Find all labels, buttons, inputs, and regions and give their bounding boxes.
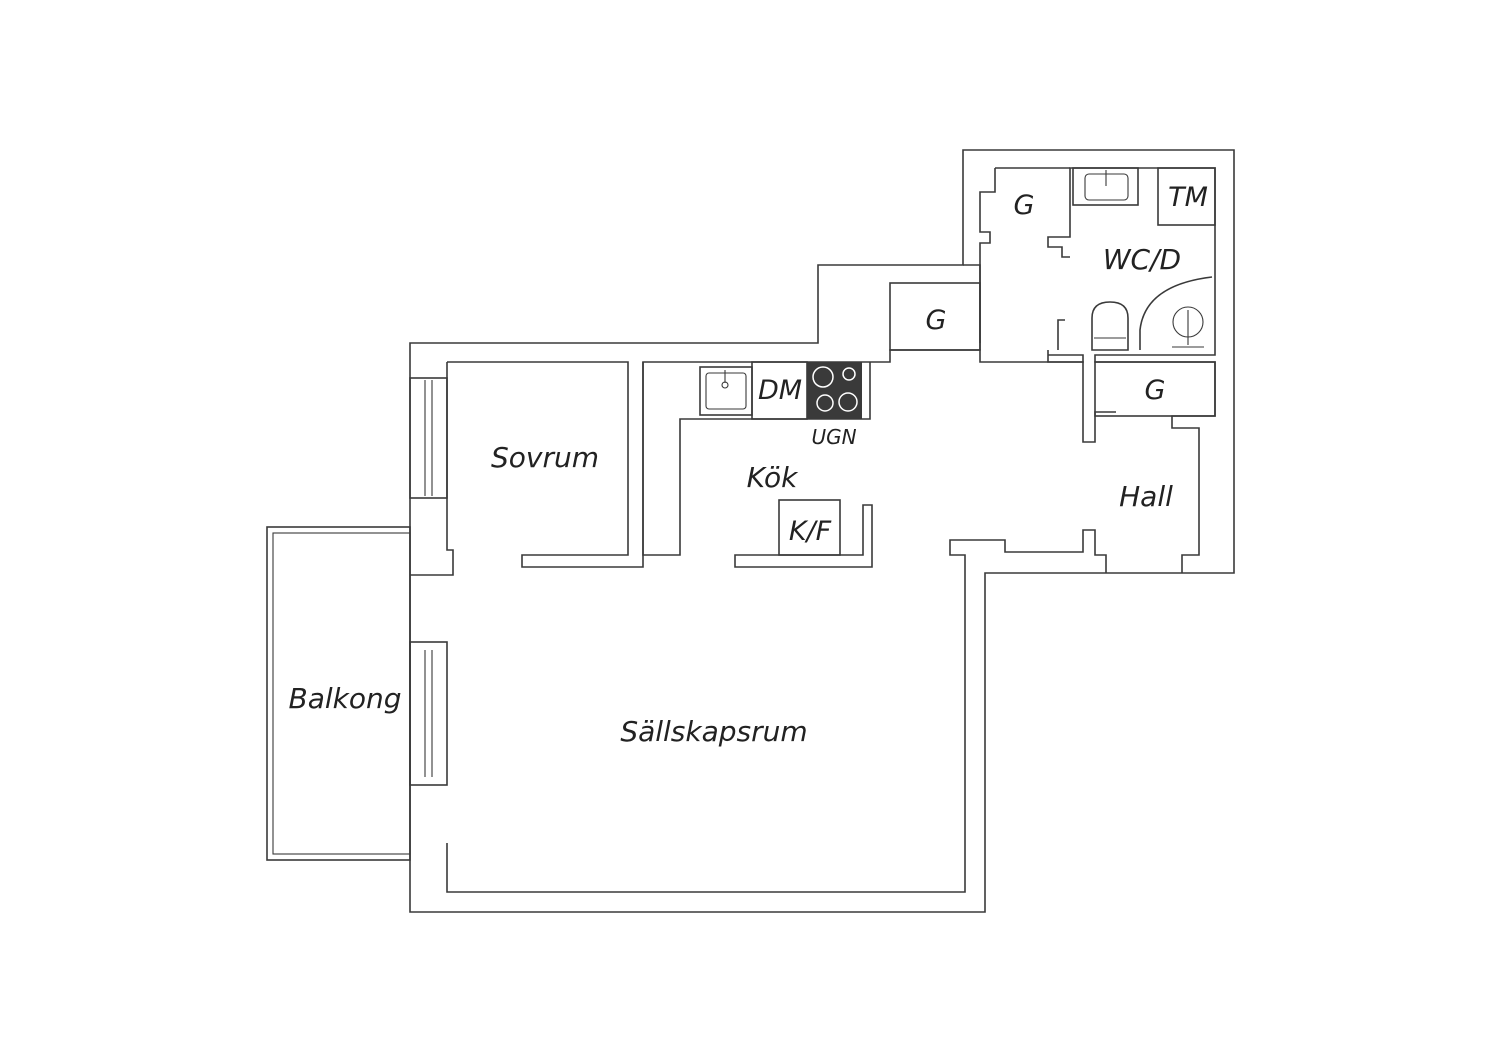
closet-label-g3: G — [1145, 375, 1166, 406]
room-label-wc: WC/D — [1103, 243, 1181, 276]
outer-wall — [409, 149, 1235, 913]
kitchen-sink-icon — [699, 366, 753, 416]
bath-lower-wall — [1047, 319, 1084, 363]
closet-g3-box — [1094, 361, 1216, 417]
fixture-label-dm: DM — [758, 375, 802, 406]
closet-label-g1: G — [1014, 190, 1035, 221]
room-label-kok: Kök — [747, 461, 799, 494]
kitchen-island — [734, 504, 873, 568]
room-label-balkong: Balkong — [288, 682, 401, 715]
kitchen-counter-wall — [642, 362, 871, 556]
tm-box — [1157, 167, 1216, 226]
kitchen-sink-basin — [705, 372, 747, 410]
room-label-hall: Hall — [1119, 480, 1173, 513]
fridge-box — [778, 499, 841, 556]
shower-curve — [1139, 276, 1213, 350]
bath-sink-icon — [1072, 167, 1139, 206]
window-living — [409, 641, 448, 786]
burner-1 — [812, 366, 834, 388]
inner-wall-living — [447, 349, 1116, 568]
closet-g2-box — [889, 282, 981, 351]
fixture-label-ugn: UGN — [811, 425, 856, 449]
inner-wall-bottom — [446, 529, 1107, 893]
burner-3 — [816, 394, 834, 412]
fixture-label-tm: TM — [1168, 182, 1208, 213]
room-label-sallskapsrum: Sällskapsrum — [620, 715, 807, 748]
window-bedroom — [409, 377, 448, 499]
fixture-label-kf: K/F — [789, 516, 832, 547]
inner-wall-bottom-2 — [1047, 167, 1216, 573]
burner-2 — [842, 367, 856, 381]
closet-wall-upper — [963, 264, 981, 343]
closet-label-g2: G — [926, 305, 947, 336]
burner-4 — [838, 392, 858, 412]
room-label-sovrum: Sovrum — [491, 441, 599, 474]
toilet-icon — [1091, 301, 1129, 351]
closet-g1-wall — [979, 167, 1070, 350]
